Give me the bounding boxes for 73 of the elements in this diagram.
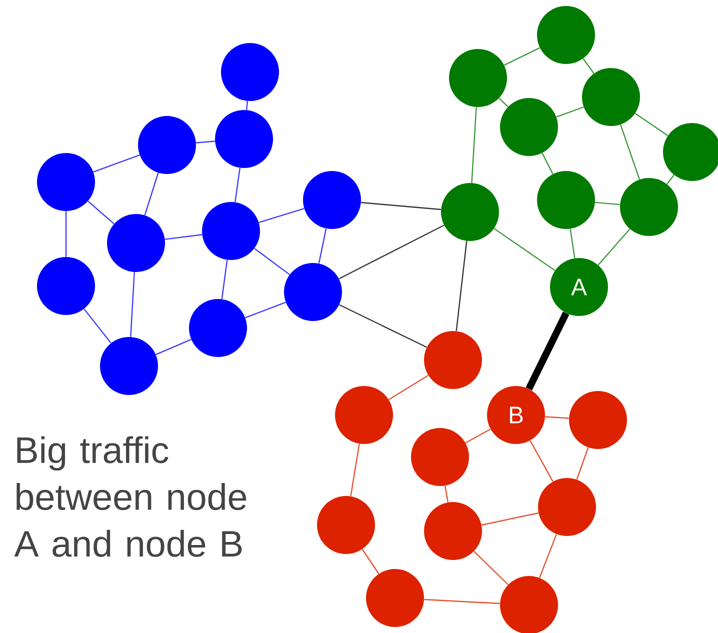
edge-line <box>246 101 248 110</box>
edge-line <box>424 598 500 604</box>
edge-line <box>471 107 477 183</box>
edge-line <box>542 152 554 174</box>
edge-line <box>258 208 304 223</box>
node-circle <box>424 331 482 389</box>
edge-line <box>456 240 468 332</box>
edge-line <box>570 228 576 258</box>
edge-line <box>474 550 508 586</box>
edge-line <box>164 234 202 240</box>
edge-line <box>530 440 554 482</box>
edge-line <box>526 312 570 390</box>
edge-line <box>93 154 140 173</box>
edge-line <box>65 211 67 257</box>
edge-line <box>254 248 290 276</box>
edge-line <box>504 47 540 66</box>
edge-line <box>494 228 556 271</box>
edge-line <box>576 447 589 480</box>
edge-line <box>221 260 228 300</box>
node-circle <box>582 68 640 126</box>
node-circle <box>37 153 95 211</box>
edge-line <box>465 428 491 444</box>
edge-line <box>361 202 441 210</box>
node-circle <box>100 337 158 395</box>
edge-line <box>545 416 569 419</box>
edge-line <box>84 308 112 344</box>
edge-line <box>245 302 286 318</box>
node-circle <box>202 202 260 260</box>
edge-line <box>350 444 360 496</box>
node-circle <box>37 257 95 315</box>
edge-line <box>444 486 449 502</box>
node-circle <box>215 110 273 168</box>
edge-line <box>634 112 668 136</box>
node-circle <box>500 98 558 156</box>
edge-line <box>156 338 192 356</box>
node-circle <box>537 171 595 229</box>
node-circle <box>411 428 469 486</box>
edge-line <box>88 200 114 224</box>
node-circle <box>538 478 596 536</box>
node-circle <box>569 391 627 449</box>
edge-line <box>620 124 640 180</box>
edge-line <box>539 534 557 578</box>
edge-line <box>339 304 427 348</box>
edge-line <box>130 272 135 337</box>
edge-line <box>598 228 630 266</box>
edge-line <box>388 374 428 400</box>
node-circle <box>138 116 196 174</box>
edge-line <box>318 228 327 264</box>
caption-text: Big traffic between node A and node B <box>14 436 246 557</box>
node-circle <box>449 49 507 107</box>
node-circle <box>107 214 165 272</box>
node-circle <box>284 263 342 321</box>
edge-line <box>234 168 241 202</box>
edge-line <box>144 172 159 216</box>
node-circle <box>221 43 279 101</box>
node-circle <box>317 496 375 554</box>
edge-line <box>666 174 674 184</box>
node-circle <box>620 178 678 236</box>
node-circle <box>303 171 361 229</box>
edge-line <box>481 512 539 526</box>
node-circle <box>424 502 482 560</box>
edge-line <box>196 140 215 144</box>
node-circle <box>441 183 499 241</box>
edge-line <box>556 106 584 118</box>
edge-line <box>595 202 620 206</box>
edge-line <box>498 98 508 108</box>
node-circle <box>537 6 595 64</box>
edge-line <box>338 224 444 280</box>
node-circle <box>189 299 247 357</box>
node-circle <box>335 386 393 444</box>
edge-line <box>362 548 380 574</box>
node-circle <box>366 569 424 627</box>
edge-line <box>582 58 594 74</box>
